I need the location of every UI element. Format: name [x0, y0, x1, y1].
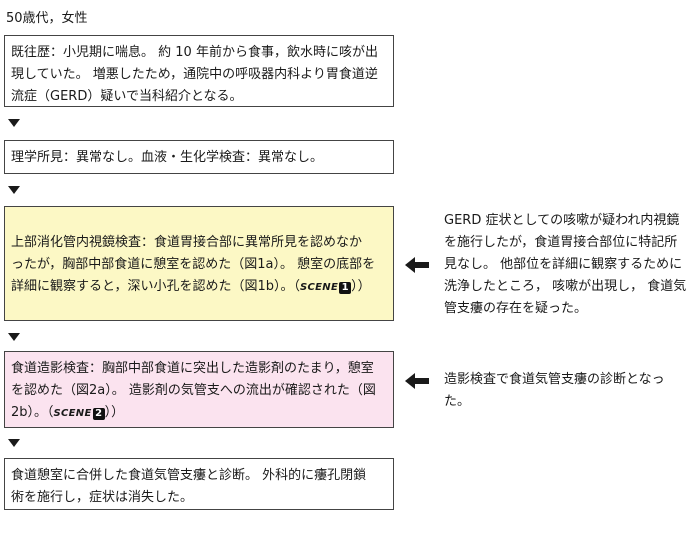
contrast-note-line-1: 造影検査で食道気管支瘻の診断となっ — [444, 372, 665, 387]
scene-label-1: SCENE — [300, 282, 339, 293]
endoscopy-line-3-text: 詳細に観察すると，深い小孔を認めた（図1b）。（ — [11, 279, 301, 294]
diagnosis-box: 食道憩室に合併した食道気管支瘻と診断。 外科的に瘻孔閉鎖 術を施行し，症状は消失… — [4, 458, 394, 510]
flow-arrow-down-3 — [8, 333, 20, 341]
contrast-line-3-text: 2b）。（ — [11, 405, 54, 420]
physical-findings-line-1: 理学所見：異常なし。血液・生化学検査：異常なし。 — [11, 150, 324, 165]
scene-number-2: 2 — [92, 408, 105, 420]
endoscopy-note-line-4: 洗浄したところ， 咳嗽が出現し， 食道気 — [444, 279, 687, 294]
endoscopy-note: GERD 症状としての咳嗽が疑われ内視鏡 を施行したが，食道胃接合部位に特記所 … — [444, 210, 694, 320]
case-header: 50歳代，女性 — [6, 11, 88, 26]
endoscopy-note-line-5: 管支瘻の存在を疑った。 — [444, 301, 588, 316]
left-arrow-icon-1 — [405, 257, 429, 273]
scene-label-2: SCENE — [53, 408, 92, 419]
history-box: 既往歴：小児期に喘息。 約 10 年前から食事，飲水時に咳が出 現していた。 増… — [4, 35, 394, 107]
endoscopy-line-3-end: ）） — [351, 279, 371, 294]
contrast-study-box: 食道造影検査：胸部中部食道に突出した造影剤のたまり，憩室 を認めた（図2a）。 … — [4, 351, 394, 428]
contrast-note: 造影検査で食道気管支瘻の診断となっ た。 — [444, 369, 694, 413]
history-line-1: 既往歴：小児期に喘息。 約 10 年前から食事，飲水時に咳が出 — [11, 45, 378, 60]
history-line-2: 現していた。 増悪したため，通院中の呼吸器内科より胃食道逆 — [11, 67, 378, 82]
contrast-note-line-2: た。 — [444, 394, 471, 409]
diagnosis-line-1: 食道憩室に合併した食道気管支瘻と診断。 外科的に瘻孔閉鎖 — [11, 468, 367, 483]
contrast-line-3-end: ）） — [104, 405, 125, 420]
endoscopy-note-line-1: GERD 症状としての咳嗽が疑われ内視鏡 — [444, 213, 680, 228]
contrast-line-2: を認めた（図2a）。 造影剤の気管支への流出が確認された（図 — [11, 383, 376, 398]
scene-number-1: 1 — [339, 282, 352, 294]
flow-arrow-down-1 — [8, 119, 20, 127]
flow-arrow-down-4 — [8, 439, 20, 447]
left-arrow-icon-2 — [405, 373, 429, 389]
endoscopy-note-line-2: を施行したが，食道胃接合部位に特記所 — [444, 235, 678, 250]
contrast-line-1: 食道造影検査：胸部中部食道に突出した造影剤のたまり，憩室 — [11, 361, 374, 376]
physical-findings-box: 理学所見：異常なし。血液・生化学検査：異常なし。 — [4, 140, 394, 174]
endoscopy-note-line-3: 見なし。 他部位を詳細に観察するために — [444, 257, 683, 272]
flow-arrow-down-2 — [8, 186, 20, 194]
endoscopy-line-1: 上部消化管内視鏡検査：食道胃接合部に異常所見を認めなか — [11, 235, 363, 250]
diagnosis-line-2: 術を施行し，症状は消失した。 — [11, 490, 194, 505]
endoscopy-line-2: ったが，胸部中部食道に憩室を認めた（図1a）。 憩室の底部を — [11, 257, 376, 272]
history-line-3: 流症（GERD）疑いで当科紹介となる。 — [11, 89, 243, 104]
endoscopy-box: 上部消化管内視鏡検査：食道胃接合部に異常所見を認めなか ったが，胸部中部食道に憩… — [4, 206, 394, 321]
